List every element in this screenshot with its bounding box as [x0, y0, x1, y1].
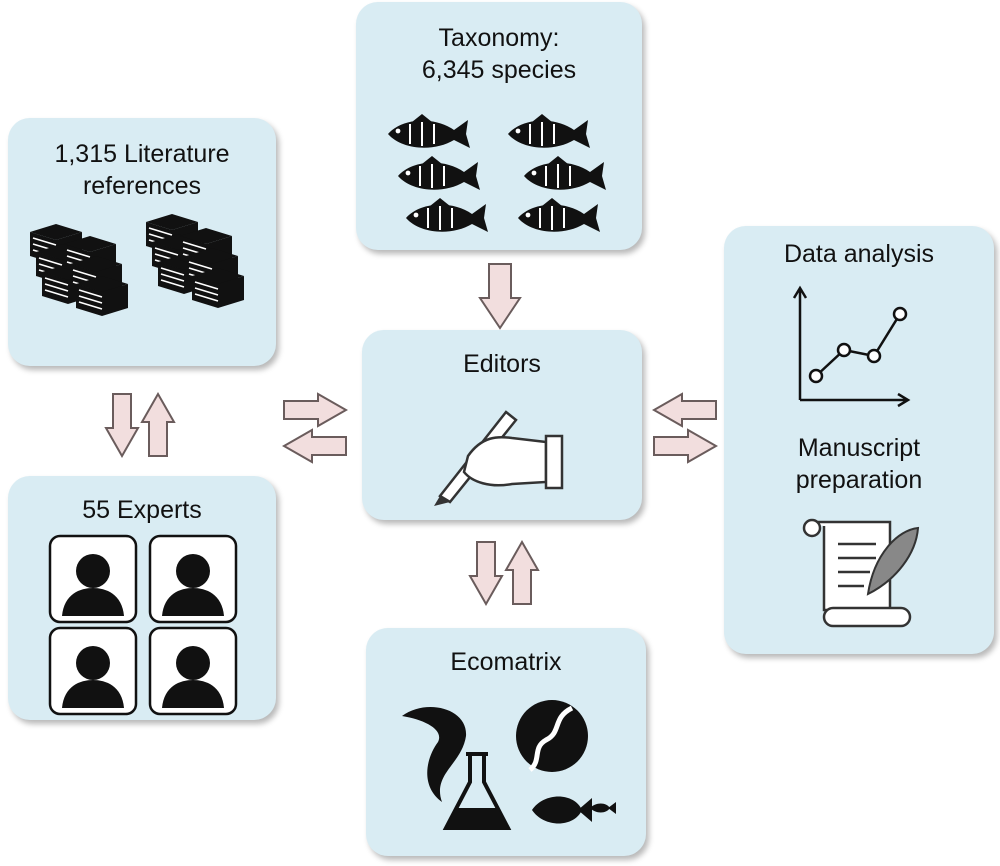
arrow-from-editors-left — [282, 428, 347, 464]
hand-pen-icon — [434, 410, 564, 506]
books-icon — [29, 214, 245, 317]
taxonomy-box: Taxonomy: 6,345 species — [356, 2, 642, 250]
manuscript-title-line1: Manuscript — [797, 434, 921, 462]
taxonomy-title-line1: Taxonomy: — [438, 24, 560, 52]
arrow-editors-ecomatrix-down — [468, 541, 504, 606]
analysis-title: Data analysis — [783, 240, 935, 268]
arrow-editors-ecomatrix-up — [504, 540, 540, 605]
editors-title: Editors — [463, 350, 541, 378]
literature-title: 1,315 Literature references — [8, 138, 276, 202]
jumping-fish-icon — [402, 706, 467, 802]
taxonomy-title-line2: 6,345 species — [421, 56, 577, 84]
line-chart-icon — [792, 285, 911, 408]
ecomatrix-title: Ecomatrix — [450, 648, 562, 676]
fish-icon — [387, 113, 607, 233]
scroll-quill-icon — [802, 518, 920, 628]
taxonomy-title: Taxonomy: 6,345 species — [356, 22, 642, 86]
manuscript-title-line2: preparation — [795, 466, 923, 494]
ecomatrix-box: Ecomatrix — [366, 628, 646, 856]
arrow-from-editors-right — [653, 428, 718, 464]
literature-box: 1,315 Literature references — [8, 118, 276, 366]
experts-box: 55 Experts — [8, 476, 276, 720]
experts-title: 55 Experts — [82, 496, 202, 524]
flask-icon — [442, 752, 512, 830]
arrow-literature-experts-down — [104, 393, 140, 458]
analysis-box: Data analysis Manuscript preparation — [724, 226, 994, 654]
arrow-to-editors-right — [283, 392, 348, 428]
arrow-to-editors-left — [652, 392, 717, 428]
editors-box: Editors — [362, 330, 642, 520]
fish-pair-icon — [532, 796, 616, 824]
literature-title-line1: 1,315 Literature — [54, 140, 230, 168]
arrow-taxonomy-to-editors — [478, 263, 522, 330]
arrow-literature-experts-up — [140, 392, 176, 457]
person-silhouette-icon — [48, 534, 238, 716]
manuscript-title: Manuscript preparation — [724, 432, 994, 496]
river-icon — [516, 700, 588, 772]
literature-title-line2: references — [82, 172, 202, 200]
